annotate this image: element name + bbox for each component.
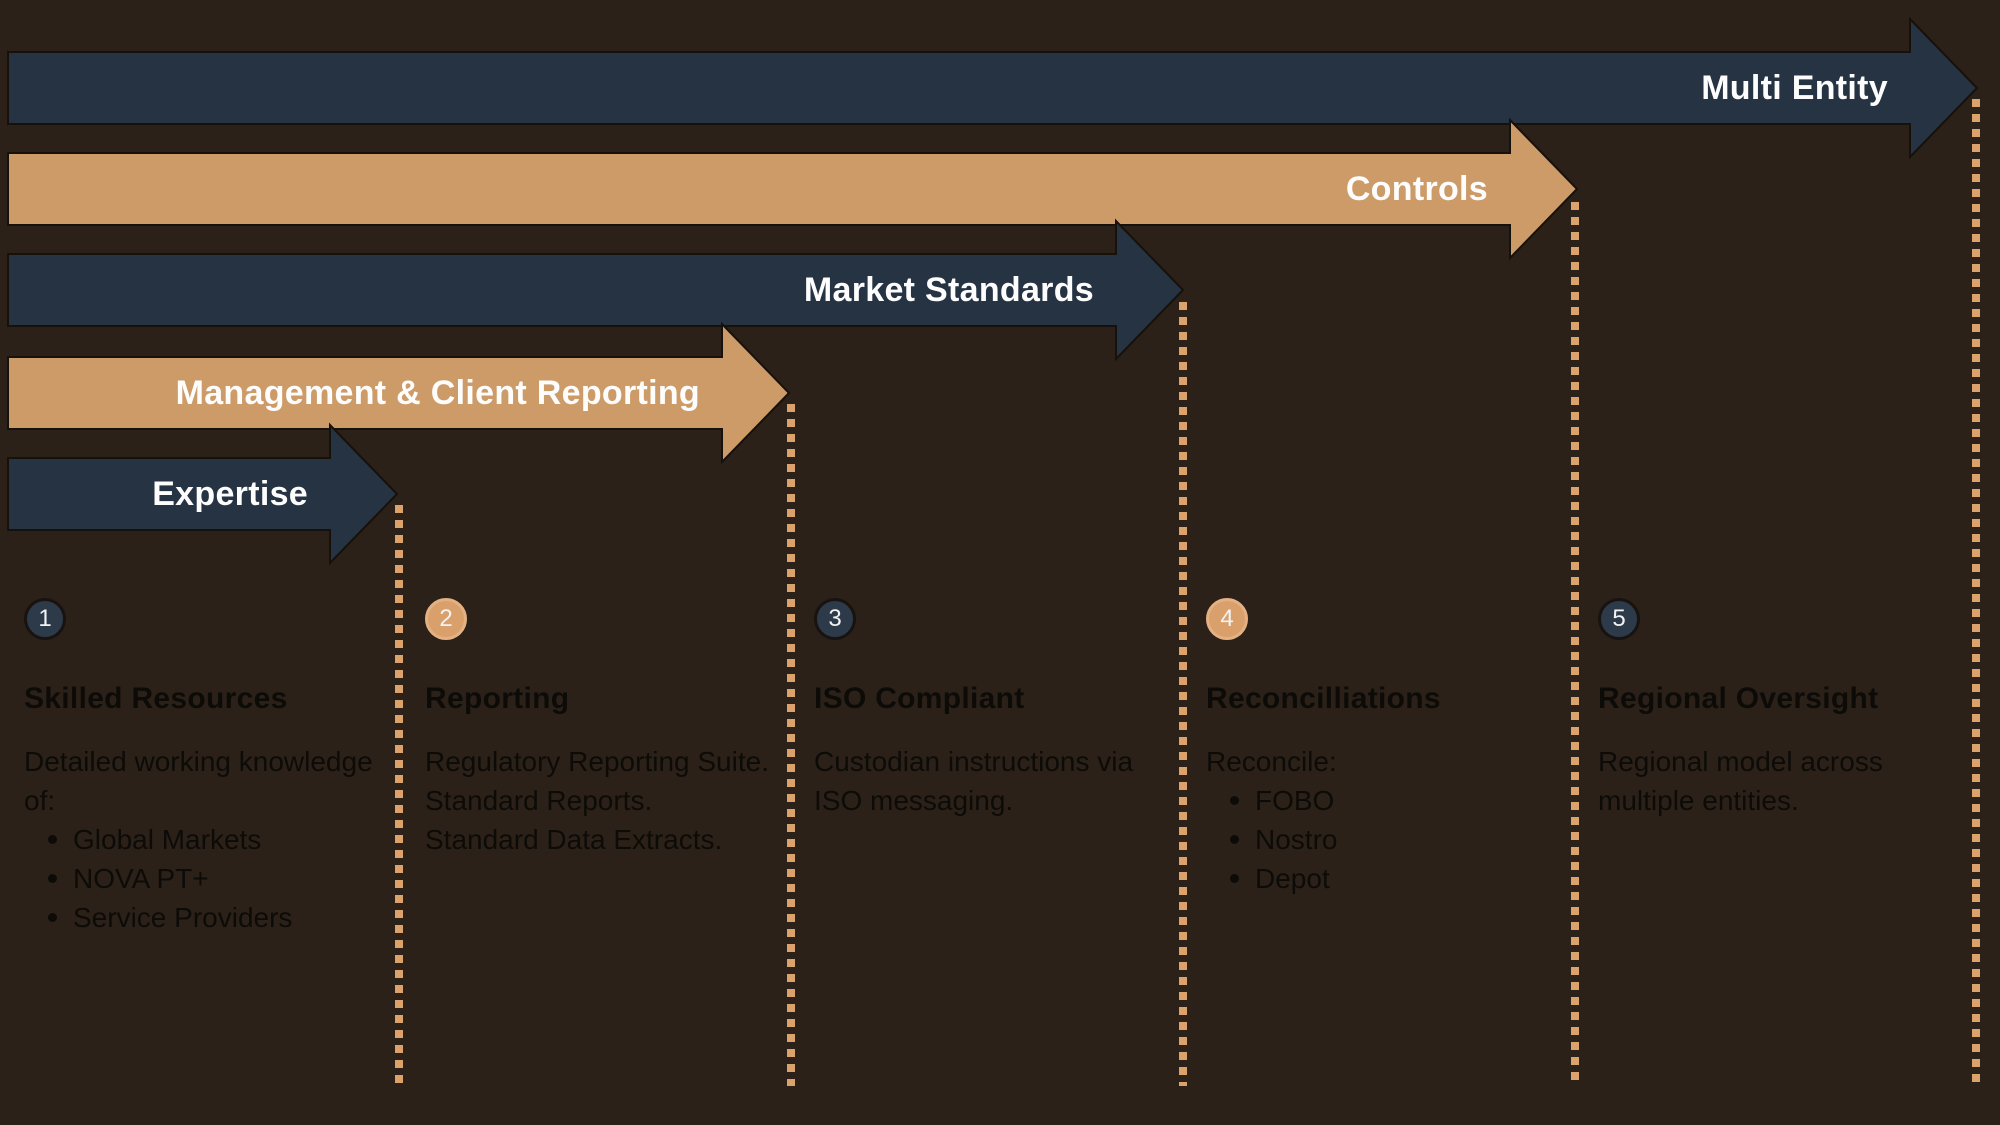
arrow-shape-controls <box>7 117 1579 261</box>
column-title: Regional Oversight <box>1598 682 1879 715</box>
bullet-item: Service Providers <box>24 898 384 937</box>
dotted-divider-3 <box>1179 302 1187 1086</box>
body-line: Custodian instructions via ISO messaging… <box>814 746 1134 816</box>
column-title: ISO Compliant <box>814 682 1025 715</box>
column-body: Regulatory Reporting Suite. Standard Rep… <box>425 742 785 859</box>
column-iso-compliant: 3 ISO Compliant Custodian instructions v… <box>814 598 1174 820</box>
dotted-divider-1 <box>395 505 403 1086</box>
arrow-label-expertise: Expertise <box>152 474 308 513</box>
column-regional-oversight: 5 Regional Oversight Regional model acro… <box>1598 598 1958 820</box>
bullet-item: NOVA PT+ <box>24 859 384 898</box>
column-intro: Reconcile: <box>1206 746 1337 777</box>
column-body: Detailed working knowledge of: Global Ma… <box>24 742 384 937</box>
column-reporting: 2 Reporting Regulatory Reporting Suite. … <box>425 598 785 859</box>
column-intro: Detailed working knowledge of: <box>24 746 373 816</box>
column-body: Reconcile: FOBO Nostro Depot <box>1206 742 1566 898</box>
step-number-badge: 3 <box>814 598 856 640</box>
dotted-divider-4 <box>1571 202 1579 1086</box>
bullet-item: Nostro <box>1206 820 1566 859</box>
body-line: Standard Data Extracts. <box>425 824 723 855</box>
dotted-divider-5 <box>1972 99 1980 1086</box>
bullet-item: Global Markets <box>24 820 384 859</box>
bullet-list: FOBO Nostro Depot <box>1206 781 1566 898</box>
arrow-label-multi-entity: Multi Entity <box>1701 68 1888 107</box>
column-body: Custodian instructions via ISO messaging… <box>814 742 1174 820</box>
column-reconcilliations: 4 Reconcilliations Reconcile: FOBO Nostr… <box>1206 598 1566 898</box>
arrow-label-management-client-reporting: Management & Client Reporting <box>175 373 700 412</box>
step-number-badge: 5 <box>1598 598 1640 640</box>
bullet-item: FOBO <box>1206 781 1566 820</box>
step-number-badge: 4 <box>1206 598 1248 640</box>
step-number-badge: 1 <box>24 598 66 640</box>
bullet-item: Depot <box>1206 859 1566 898</box>
body-line: Regional model across multiple entities. <box>1598 746 1883 816</box>
arrow-shape-management-client-reporting <box>7 321 791 465</box>
dotted-divider-2 <box>787 404 795 1086</box>
arrow-label-market-standards: Market Standards <box>803 270 1094 309</box>
arrow-shape-expertise <box>7 422 399 566</box>
column-skilled-resources: 1 Skilled Resources Detailed working kno… <box>24 598 384 937</box>
step-number-badge: 2 <box>425 598 467 640</box>
column-body: Regional model across multiple entities. <box>1598 742 1958 820</box>
body-line: Standard Reports. <box>425 785 653 816</box>
column-title: Reconcilliations <box>1206 682 1441 715</box>
arrow-shape-market-standards <box>7 218 1185 362</box>
bullet-list: Global Markets NOVA PT+ Service Provider… <box>24 820 384 937</box>
column-title: Skilled Resources <box>24 682 288 715</box>
arrow-label-controls: Controls <box>1345 169 1488 208</box>
body-line: Regulatory Reporting Suite. <box>425 746 769 777</box>
column-title: Reporting <box>425 682 570 715</box>
arrow-shape-multi-entity <box>7 16 1979 160</box>
